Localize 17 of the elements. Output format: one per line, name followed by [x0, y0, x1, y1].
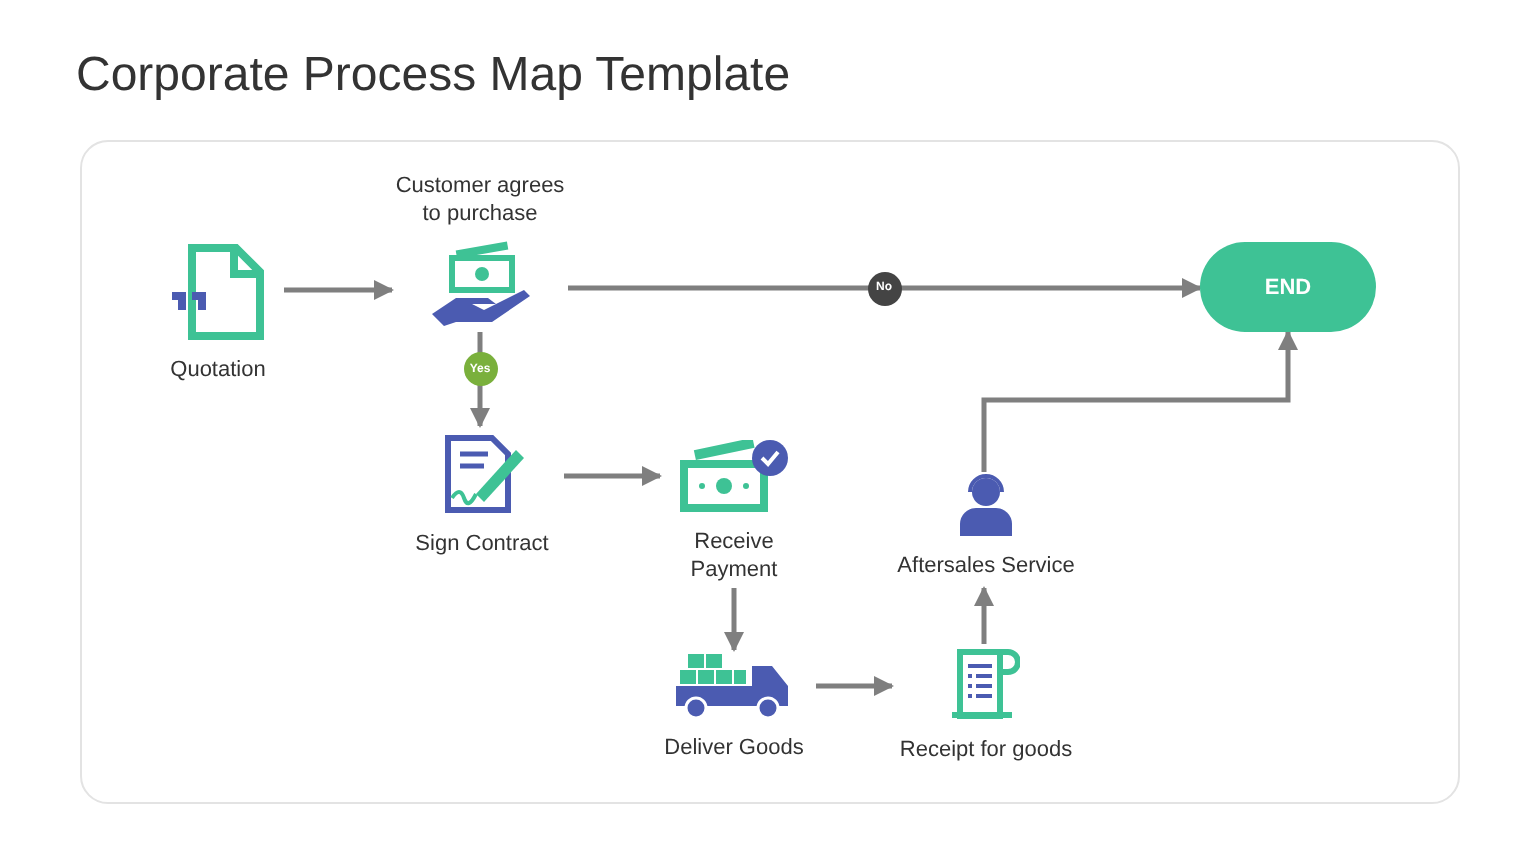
step-label: Deliver Goods	[664, 734, 804, 763]
arrow	[974, 586, 994, 644]
arrow	[568, 278, 1202, 298]
step-label: Sign Contract	[415, 530, 549, 559]
arrow	[470, 332, 490, 428]
step-label: Receipt for goods	[899, 736, 1073, 765]
step-label: Quotation	[170, 356, 266, 385]
arrow	[284, 280, 394, 300]
end-terminator: END	[1200, 242, 1376, 332]
arrow	[816, 676, 894, 696]
step-label: Aftersales Service	[897, 552, 1075, 581]
step-label: Customer agrees to purchase	[393, 172, 567, 230]
arrow	[724, 588, 744, 652]
step-label: Receive Payment	[688, 528, 780, 586]
arrow	[564, 466, 662, 486]
title: Corporate Process Map Template	[76, 48, 791, 104]
arrow	[981, 330, 1298, 472]
